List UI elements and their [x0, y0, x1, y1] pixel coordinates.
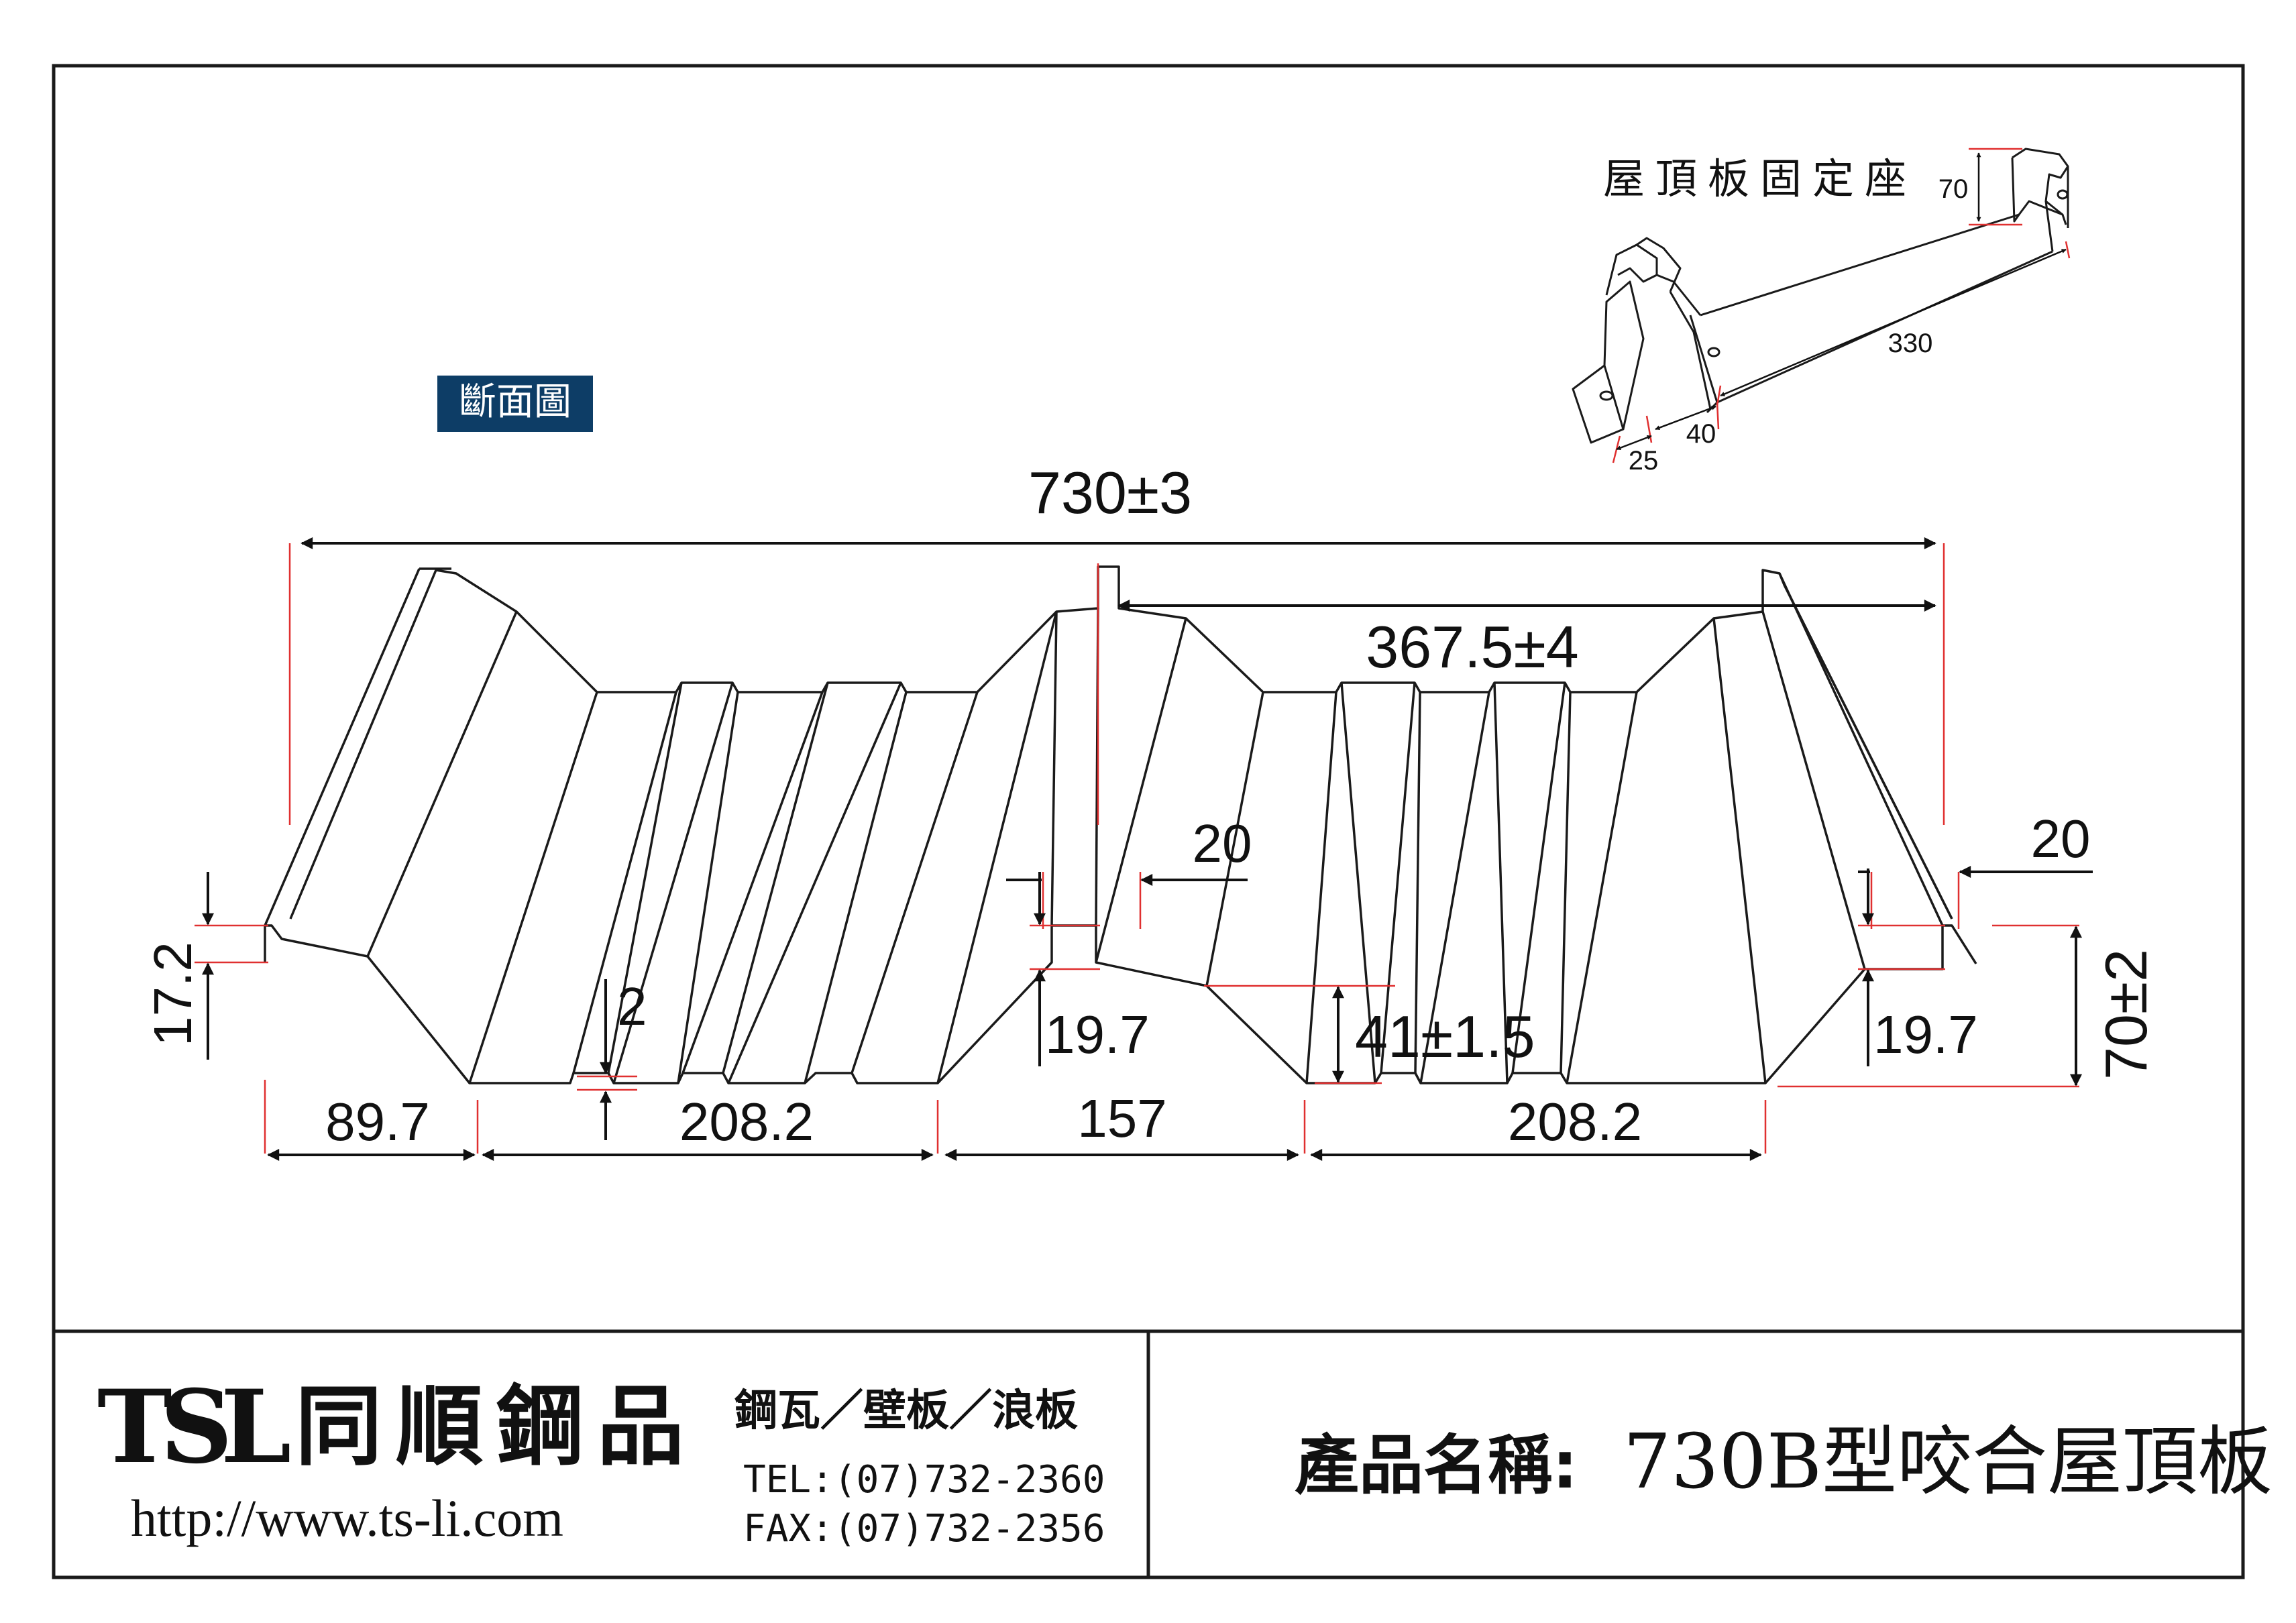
- profile-front-edge: [264, 924, 1977, 1084]
- bracket-dim-mid: 40: [1686, 419, 1716, 449]
- dim-flange-left: 20: [1193, 814, 1252, 873]
- company-fax: FAX:(07)732-2356: [743, 1507, 1105, 1551]
- dim-step-right: 19.7: [1873, 1005, 1978, 1064]
- bracket-title: 屋頂板固定座: [1603, 154, 1917, 203]
- company-logo: TSL: [97, 1368, 290, 1486]
- bracket-illustration: 屋頂板固定座: [1572, 148, 2071, 475]
- bracket-dim-height: 70: [1938, 174, 1969, 204]
- dim-seg-4: 208.2: [1508, 1092, 1642, 1152]
- title-block: TSL 同順鋼品 鋼瓦／壁板／浪板 TEL:(07)732-2360 FAX:(…: [97, 1368, 2273, 1551]
- dim-seg-3: 157: [1077, 1088, 1166, 1148]
- dimension-arrows: [202, 537, 2093, 1161]
- bracket-dim-length: 330: [1888, 329, 1933, 358]
- company-tel: TEL:(07)732-2360: [743, 1458, 1105, 1502]
- section-label-text: 斷面圖: [459, 380, 571, 424]
- company-name: 同順鋼品: [295, 1375, 698, 1477]
- dim-thickness: 2: [617, 976, 647, 1036]
- dim-half-width: 367.5±4: [1366, 614, 1578, 680]
- company-website[interactable]: http://www.ts-li.com: [131, 1489, 563, 1547]
- dim-total-width: 730±3: [1028, 459, 1192, 526]
- dim-flange-right: 20: [2031, 809, 2091, 869]
- section-label-badge: 斷面圖: [437, 376, 593, 432]
- dim-seg-2: 208.2: [679, 1092, 814, 1152]
- product-name-label: 產品名稱:: [1295, 1428, 1578, 1503]
- dim-seg-1: 89.7: [325, 1092, 430, 1152]
- product-lines: 鋼瓦／壁板／浪板: [734, 1386, 1078, 1436]
- dimension-labels: 730±3 367.5±4 20 20 17.2 2 19.7 41±1.5 1…: [143, 459, 2159, 1152]
- bracket-dim-base: 25: [1629, 446, 1659, 475]
- dim-rib-depth: 41±1.5: [1355, 1003, 1535, 1070]
- dim-total-height: 70±2: [2093, 949, 2159, 1080]
- dim-edge-height: 17.2: [143, 942, 203, 1046]
- product-name-value: 730B型咬合屋頂板: [1623, 1418, 2273, 1506]
- extension-lines: [195, 543, 2079, 1154]
- panel-profile: [264, 565, 1977, 1084]
- dim-step-left: 19.7: [1045, 1005, 1150, 1064]
